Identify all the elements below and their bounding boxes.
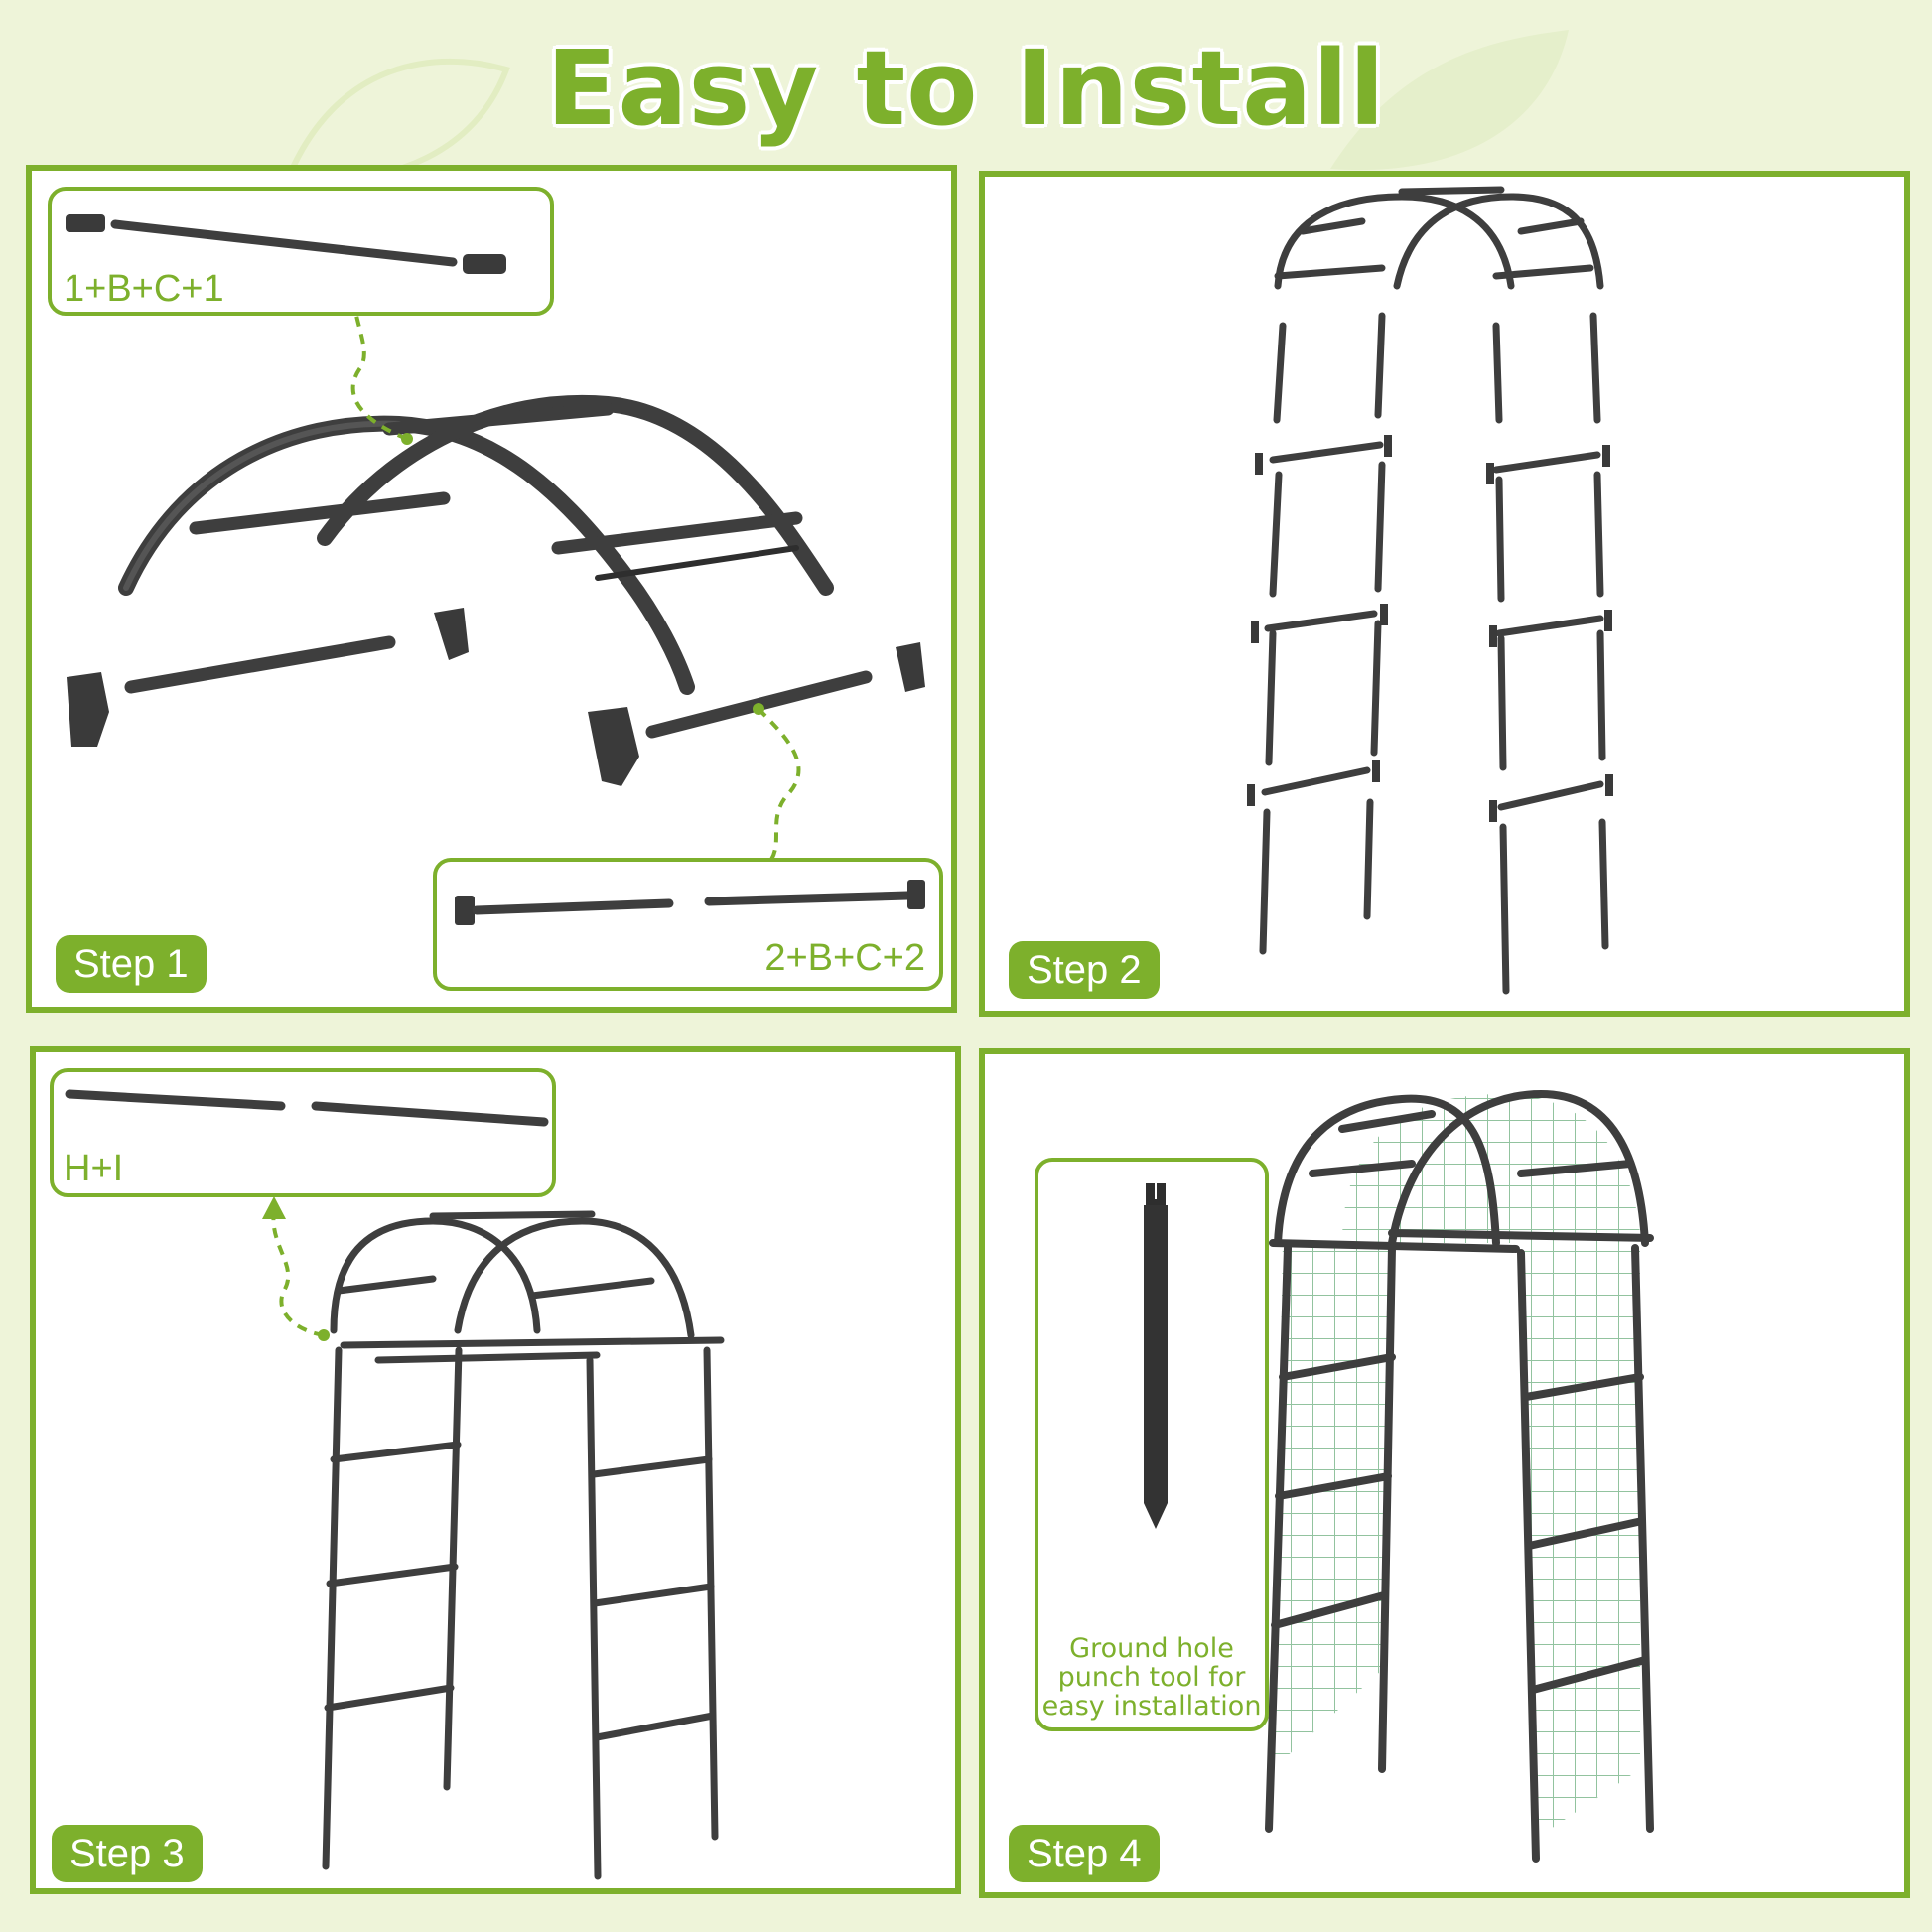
- step-3-badge: Step 3: [52, 1825, 203, 1882]
- rod-parts-illustration: [66, 214, 506, 274]
- step-1-illustration: [67, 206, 925, 884]
- step-1-top-callout: 1+B+C+1: [48, 187, 554, 316]
- step-2-illustration: [1247, 186, 1613, 995]
- part-code-label: 1+B+C+1: [64, 268, 224, 310]
- ground-tool-callout: Ground hole punch tool for easy installa…: [1035, 1158, 1269, 1731]
- step-1-bottom-callout: 2+B+C+2: [433, 858, 943, 991]
- step-4-panel: Ground hole punch tool for easy installa…: [979, 1048, 1910, 1898]
- step-3-top-callout: H+I: [50, 1068, 556, 1197]
- tool-caption-line-3: easy installation: [1041, 1691, 1262, 1722]
- tool-caption-line-2: punch tool for: [1057, 1662, 1246, 1693]
- ground-stake-tool-icon: [1144, 1183, 1168, 1529]
- step-2-badge: Step 2: [1009, 941, 1160, 999]
- step-1-badge: Step 1: [56, 935, 207, 993]
- step-4-badge: Step 4: [1009, 1825, 1160, 1882]
- rod-parts-illustration: [65, 1089, 549, 1127]
- step-3-panel: H+I Step 3: [30, 1046, 961, 1894]
- background-leaf-decoration: [1330, 30, 1569, 171]
- step-2-panel: Step 2: [979, 171, 1910, 1017]
- page-title: Easy to Install: [546, 28, 1386, 149]
- step-3-illustration: [262, 1196, 725, 1880]
- rod-parts-illustration: [455, 880, 925, 925]
- step-1-panel: 1+B+C+1 2+B+C+2 Step 1: [26, 165, 957, 1013]
- part-code-label: H+I: [64, 1148, 124, 1189]
- part-code-label: 2+B+C+2: [764, 937, 925, 979]
- tool-caption-line-1: Ground hole: [1069, 1633, 1234, 1664]
- step-4-illustration: [1265, 1089, 1654, 1863]
